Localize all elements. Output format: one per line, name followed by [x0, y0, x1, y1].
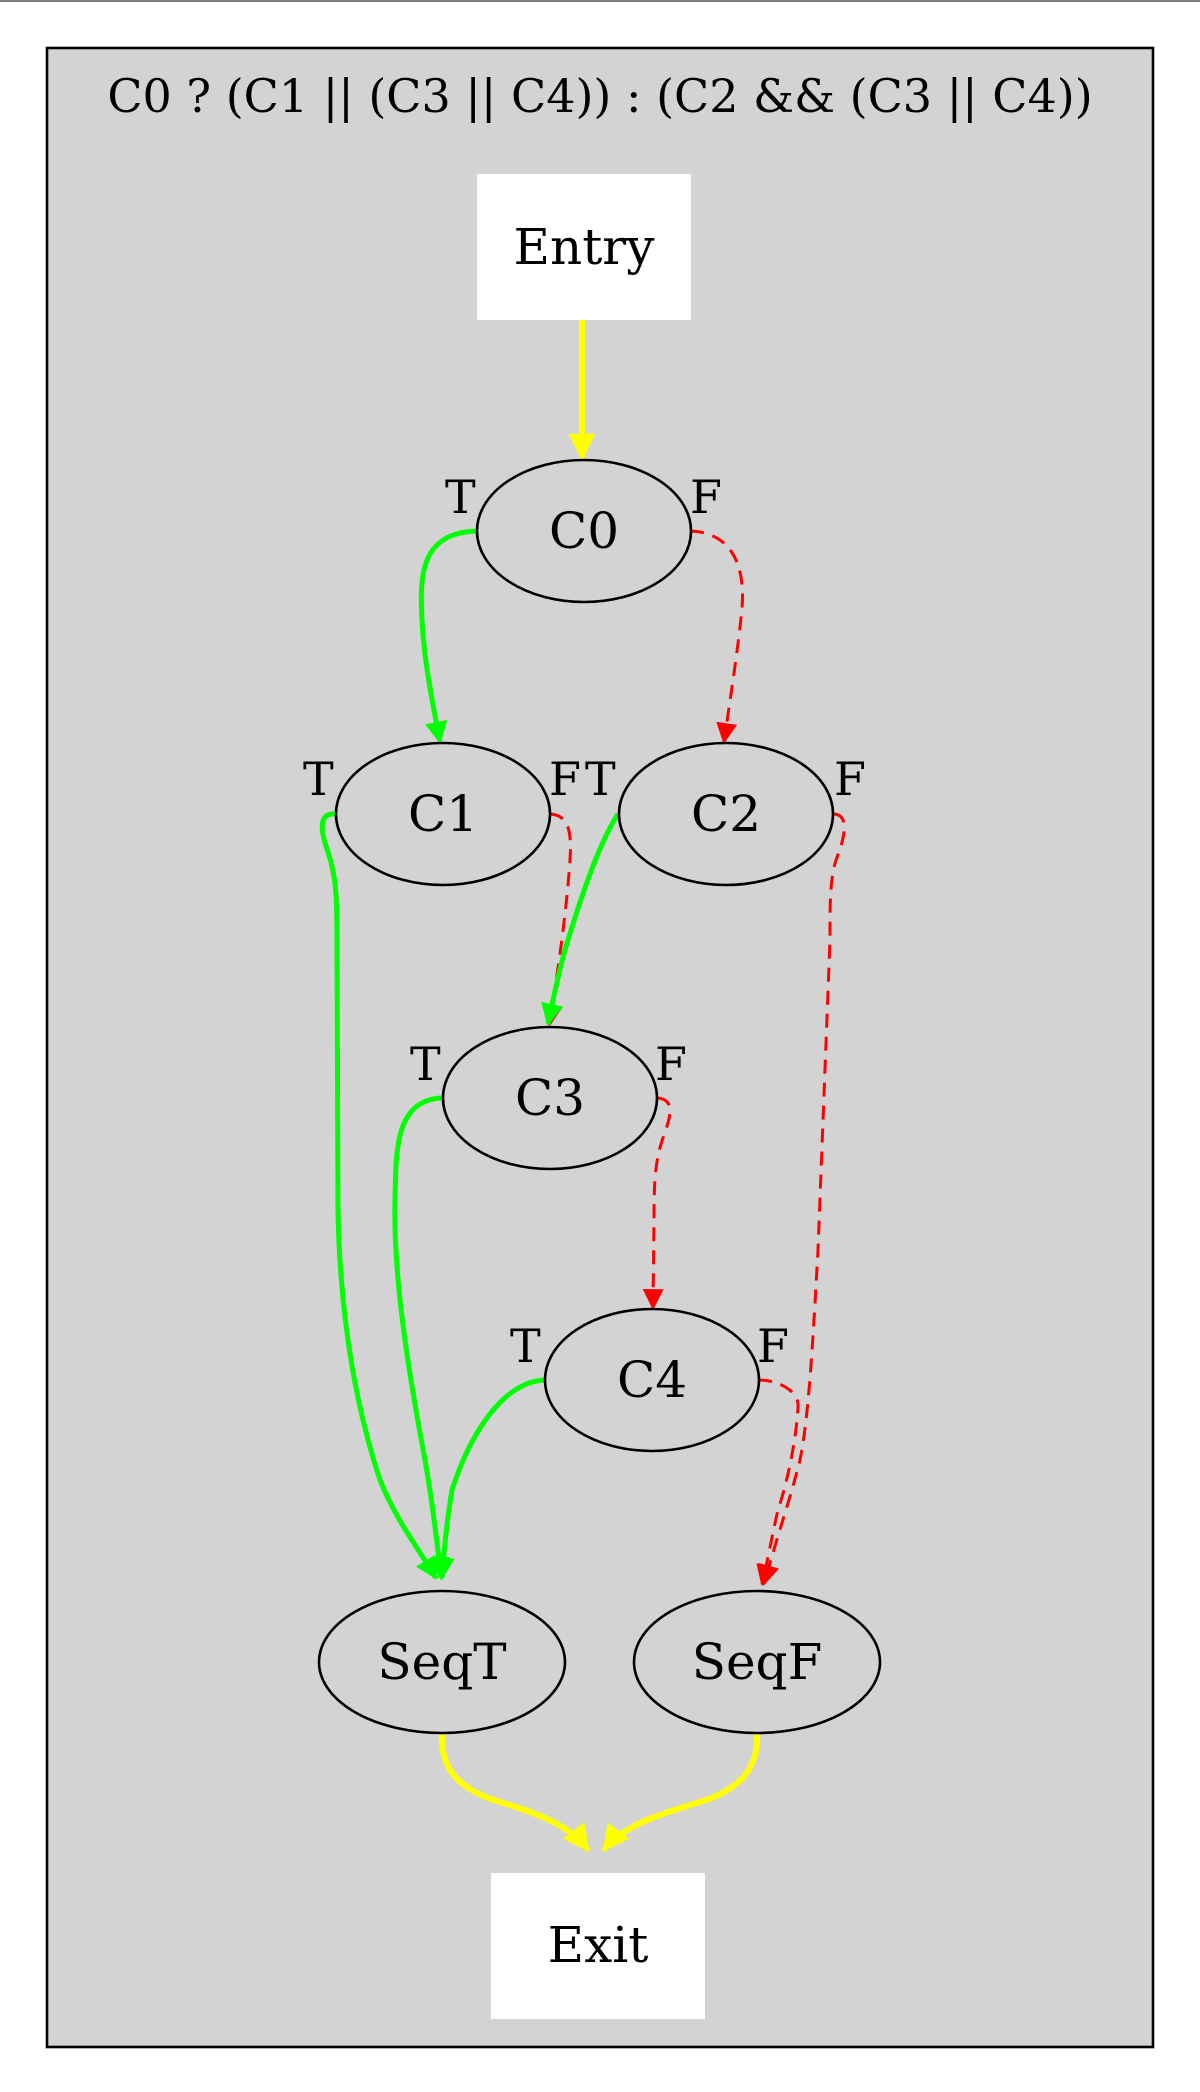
edge-label-c0-false: F — [690, 470, 722, 524]
edge-label-c3-false: F — [655, 1037, 687, 1091]
c2-node — [617, 741, 835, 887]
edge-c4-seqf-false — [756, 1378, 800, 1587]
entry-node — [477, 174, 691, 320]
edge-c2-c3-true — [541, 812, 621, 1027]
cluster-title: C0 ? (C1 || (C3 || C4)) : (C2 && (C3 || … — [107, 69, 1092, 123]
c3-node — [441, 1025, 659, 1171]
edge-c3-seqt-true — [392, 1095, 451, 1581]
c4-node-label: C4 — [617, 1351, 687, 1409]
exit-node — [491, 1873, 705, 2019]
edge-c2-seqf-false — [758, 812, 846, 1587]
entry-node-label: Entry — [514, 218, 656, 276]
edge-c1-seqt-true — [319, 811, 439, 1580]
c4-node — [543, 1307, 761, 1453]
edge-seqt-exit — [438, 1732, 591, 1853]
edge-c0-c1-true — [418, 528, 479, 745]
edge-label-c0-true: T — [445, 470, 476, 524]
seqf-node — [632, 1589, 882, 1735]
seqt-node-label: SeqT — [377, 1633, 506, 1691]
seqf-node-label: SeqF — [692, 1633, 823, 1691]
edge-c3-c4-false — [642, 1096, 672, 1311]
cluster-box — [45, 46, 1155, 2049]
edge-label-c3-true: T — [410, 1037, 441, 1091]
edge-label-c2-false: F — [834, 752, 866, 806]
edge-seqf-exit — [601, 1732, 761, 1853]
c0-node-label: C0 — [549, 502, 619, 560]
edge-c4-seqt-true — [432, 1377, 546, 1581]
c0-node — [475, 458, 693, 604]
c1-node-label: C1 — [408, 785, 478, 843]
edge-c0-c2-false — [689, 529, 745, 745]
edge-label-c2-true: T — [585, 752, 616, 806]
seqt-node — [317, 1589, 567, 1735]
edge-label-c4-true: T — [510, 1319, 541, 1373]
edge-label-c1-false: F — [549, 752, 581, 806]
c2-node-label: C2 — [691, 785, 761, 843]
c3-node-label: C3 — [515, 1069, 585, 1127]
c1-node — [334, 741, 552, 887]
edge-label-c1-true: T — [303, 752, 334, 806]
edge-label-c4-false: F — [757, 1319, 789, 1373]
exit-node-label: Exit — [548, 1916, 649, 1974]
